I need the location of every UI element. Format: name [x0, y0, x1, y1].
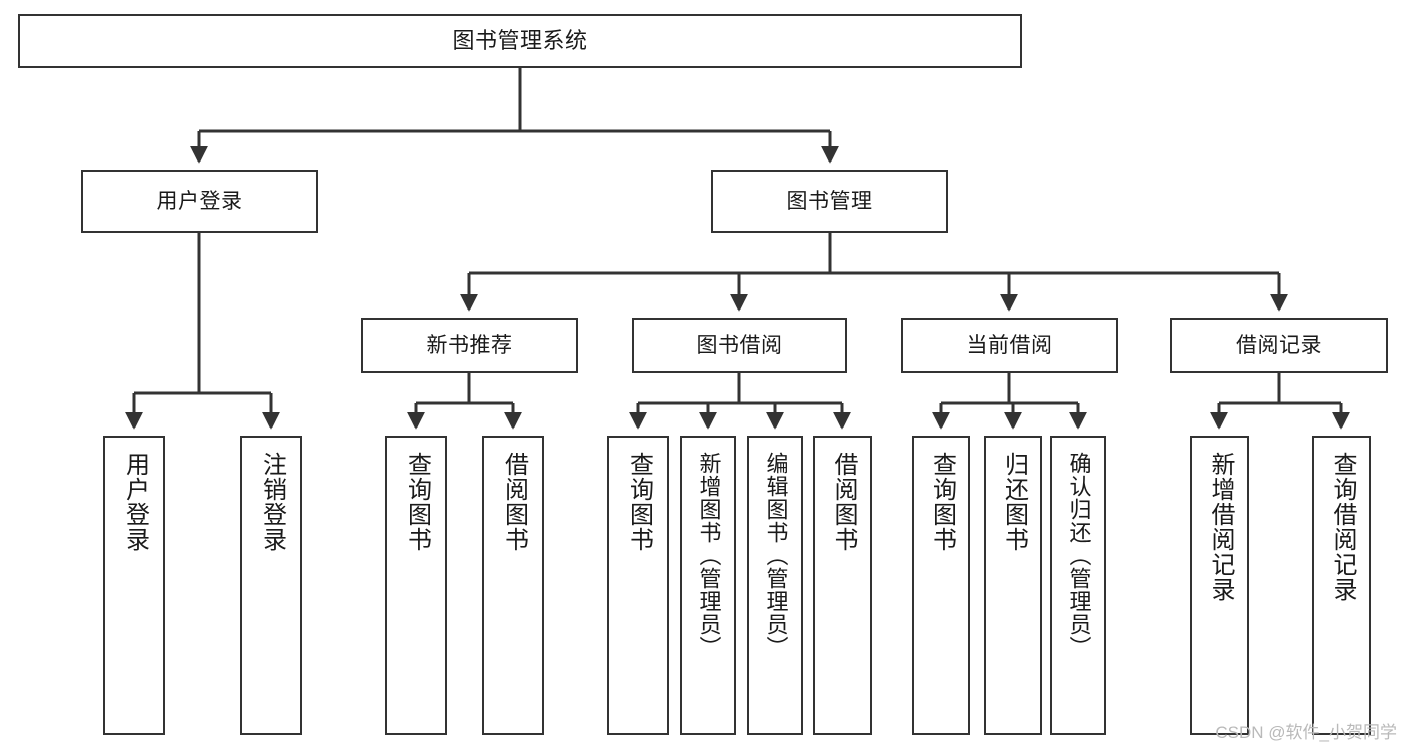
leaf-query-borrow-record[interactable]: 查询借阅记录: [1312, 436, 1371, 735]
leaf-user-logout[interactable]: 注销登录: [240, 436, 302, 735]
watermark: CSDN @软件_小贺同学: [1215, 723, 1397, 742]
node-new-book-recommend-label: 新书推荐: [426, 333, 513, 357]
node-book-manage[interactable]: 图书管理: [711, 170, 948, 233]
leaf-query-borrow-record-label: 查询借阅记录: [1328, 452, 1356, 602]
leaf-edit-book-admin[interactable]: 编辑图书（管理员）: [747, 436, 803, 735]
node-current-borrow-label: 当前借阅: [966, 333, 1053, 357]
node-borrow-record[interactable]: 借阅记录: [1170, 318, 1388, 373]
leaf-confirm-return-admin-label: 确认归还（管理员）: [1066, 452, 1092, 659]
leaf-borrow-book-2[interactable]: 借阅图书: [813, 436, 872, 735]
node-book-borrow[interactable]: 图书借阅: [632, 318, 847, 373]
leaf-add-borrow-record-label: 新增借阅记录: [1206, 452, 1234, 602]
node-current-borrow[interactable]: 当前借阅: [901, 318, 1118, 373]
leaf-return-book-label: 归还图书: [1000, 452, 1028, 552]
leaf-return-book[interactable]: 归还图书: [984, 436, 1042, 735]
leaf-user-logout-label: 注销登录: [258, 452, 286, 552]
leaf-user-login-label: 用户登录: [121, 452, 149, 552]
leaf-borrow-book-1[interactable]: 借阅图书: [482, 436, 544, 735]
node-book-borrow-label: 图书借阅: [696, 333, 783, 357]
leaf-add-book-admin[interactable]: 新增图书（管理员）: [680, 436, 736, 735]
node-book-manage-label: 图书管理: [786, 189, 873, 213]
node-new-book-recommend[interactable]: 新书推荐: [361, 318, 578, 373]
leaf-query-book-3-label: 查询图书: [928, 452, 956, 552]
node-user-login[interactable]: 用户登录: [81, 170, 318, 233]
leaf-query-book-2-label: 查询图书: [625, 452, 653, 552]
leaf-query-book-2[interactable]: 查询图书: [607, 436, 669, 735]
leaf-borrow-book-2-label: 借阅图书: [829, 452, 857, 552]
node-root-label: 图书管理系统: [452, 28, 588, 54]
node-root[interactable]: 图书管理系统: [18, 14, 1022, 68]
node-borrow-record-label: 借阅记录: [1236, 333, 1322, 357]
leaf-add-book-admin-label: 新增图书（管理员）: [696, 452, 722, 659]
leaf-add-borrow-record[interactable]: 新增借阅记录: [1190, 436, 1249, 735]
leaf-query-book-1[interactable]: 查询图书: [385, 436, 447, 735]
leaf-borrow-book-1-label: 借阅图书: [500, 452, 528, 552]
leaf-user-login[interactable]: 用户登录: [103, 436, 165, 735]
leaf-confirm-return-admin[interactable]: 确认归还（管理员）: [1050, 436, 1106, 735]
leaf-query-book-3[interactable]: 查询图书: [912, 436, 970, 735]
node-user-login-label: 用户登录: [156, 189, 243, 213]
leaf-edit-book-admin-label: 编辑图书（管理员）: [763, 452, 789, 659]
leaf-query-book-1-label: 查询图书: [403, 452, 431, 552]
